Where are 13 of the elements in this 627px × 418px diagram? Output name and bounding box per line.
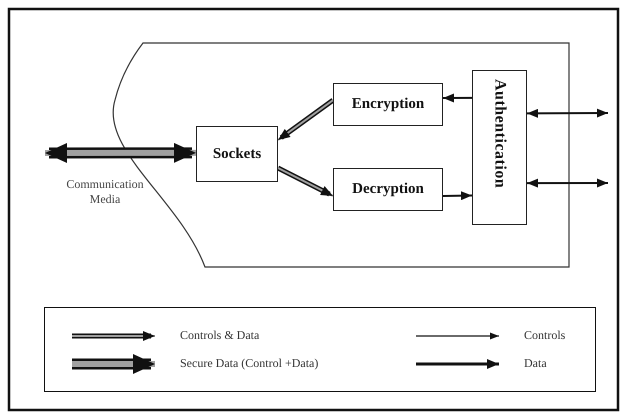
legend-label: Secure Data (Control +Data) [180, 356, 318, 371]
legend-label: Data [524, 356, 547, 371]
legend-label: Controls & Data [180, 328, 260, 343]
process-box [196, 126, 278, 182]
box-label: Authentication [490, 79, 508, 188]
box-label: Decryption [352, 181, 424, 198]
media-label: Communication Media [65, 177, 145, 207]
box-label: Sockets [212, 146, 262, 162]
box-label: Encryption [352, 96, 424, 113]
process-box [333, 168, 443, 211]
process-box [472, 70, 527, 225]
legend-label: Controls [524, 328, 566, 343]
process-box [333, 83, 443, 126]
